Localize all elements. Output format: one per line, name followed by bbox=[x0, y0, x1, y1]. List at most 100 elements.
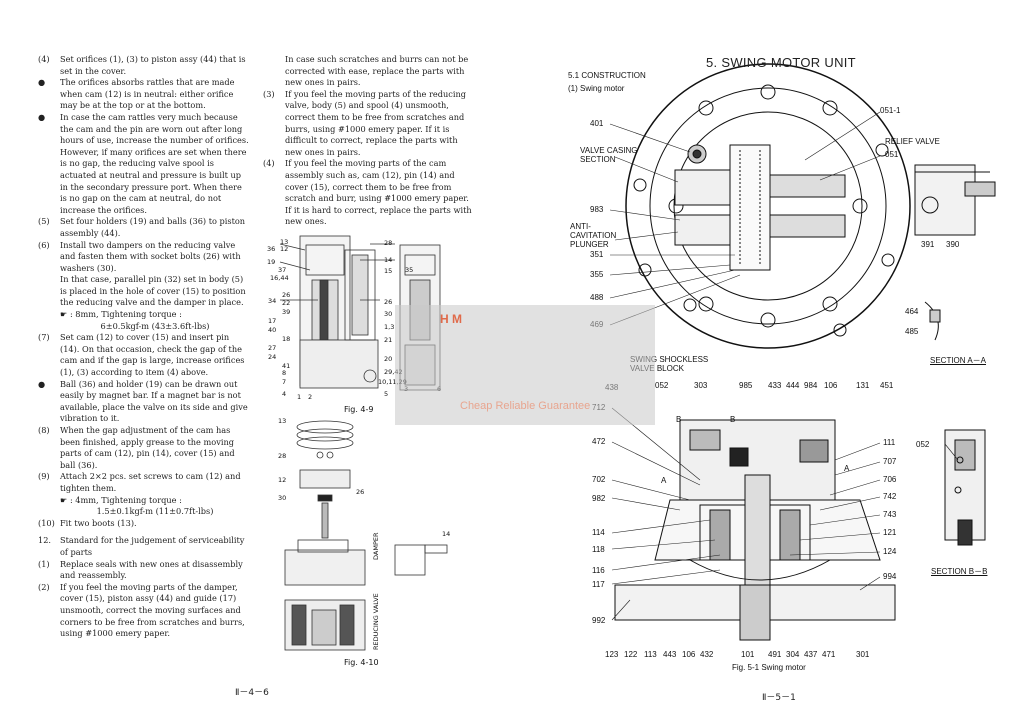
item-text: Set cam (12) to cover (15) and insert pi… bbox=[60, 332, 245, 378]
callout-451: 451 bbox=[880, 381, 894, 390]
fig49-callout: 26 bbox=[384, 298, 393, 306]
anti-cavitation-label: ANTI-CAVITATION PLUNGER bbox=[570, 222, 617, 249]
fig-4-9-caption: Fig. 4-9 bbox=[344, 405, 374, 414]
fig49-callout: 10,11,29 bbox=[378, 378, 407, 386]
item-text: Standard for the judgement of serviceabi… bbox=[60, 535, 245, 557]
paragraph: In case such scratches and burrs can not… bbox=[263, 54, 475, 89]
leader-lines bbox=[609, 111, 959, 621]
callout-491: 491 bbox=[768, 650, 782, 659]
fig49-callout: 21 bbox=[384, 336, 393, 344]
relief-valve-detail bbox=[914, 164, 996, 236]
item-text: Ball (36) and holder (19) can be drawn o… bbox=[60, 378, 248, 424]
callout-117: 117 bbox=[592, 580, 605, 589]
fig49-callout: 40 bbox=[268, 326, 277, 334]
paragraph: (1)Replace seals with new ones at disass… bbox=[38, 559, 250, 582]
fig49-callout: 22 bbox=[282, 299, 291, 307]
relief-valve-label: RELIEF VALVE bbox=[885, 137, 940, 146]
paragraph: (6) Install two dampers on the reducing v… bbox=[38, 240, 250, 275]
callout-116: 116 bbox=[592, 566, 605, 575]
paragraph: (2) If you feel the moving parts of the d… bbox=[38, 582, 250, 640]
callout-432: 432 bbox=[700, 650, 714, 659]
item-text: In that case, parallel pin (32) set in b… bbox=[60, 274, 246, 308]
fig49-callout: 16,44 bbox=[270, 274, 289, 282]
item-number: (2) bbox=[38, 581, 50, 592]
callout-743: 743 bbox=[883, 510, 897, 519]
section-title: 5. SWING MOTOR UNIT bbox=[706, 55, 856, 70]
fig49-callout: 1 bbox=[297, 393, 302, 401]
item-text: If you feel the moving parts of the damp… bbox=[60, 581, 245, 639]
fig49-callout: 5 bbox=[384, 390, 389, 398]
valve-casing-label: VALVE CASING SECTION bbox=[580, 146, 638, 164]
left-column-2: In case such scratches and burrs can not… bbox=[263, 54, 475, 228]
item-number: (7) bbox=[38, 332, 50, 343]
callout-472: 472 bbox=[592, 437, 606, 446]
fig49-callout: 17 bbox=[268, 317, 277, 325]
fig-5-1-caption: Fig. 5-1 Swing motor bbox=[732, 663, 806, 672]
fig49-callout: 28 bbox=[384, 239, 393, 247]
section-bb-drawing bbox=[944, 429, 986, 546]
item-text: 6±0.5kgf-m (43±3.6ft-lbs) bbox=[100, 320, 210, 331]
callout-391: 391 bbox=[921, 240, 935, 249]
paragraph: In that case, parallel pin (32) set in b… bbox=[38, 274, 250, 309]
swing-motor-subheading: (1) Swing motor bbox=[568, 84, 625, 93]
paragraph: (8)When the gap adjustment of the cam ha… bbox=[38, 425, 250, 471]
item-number: (5) bbox=[38, 216, 50, 227]
cut-mark-a: A bbox=[844, 464, 850, 473]
item-number: (9) bbox=[38, 471, 50, 482]
callout-471: 471 bbox=[822, 650, 836, 659]
callout-052: 052 bbox=[655, 381, 669, 390]
item-text: Set orifices (1), (3) to piston assy (44… bbox=[60, 54, 246, 76]
paragraph: (7) Set cam (12) to cover (15) and insert… bbox=[38, 332, 250, 378]
callout-051: 051 bbox=[885, 150, 899, 159]
callout-355: 355 bbox=[590, 270, 604, 279]
fig49-callout: 7 bbox=[282, 378, 287, 386]
fig49-callout: 26 bbox=[282, 291, 291, 299]
fig-4-10-caption: Fig. 4-10 bbox=[344, 658, 379, 667]
callout-433: 433 bbox=[768, 381, 782, 390]
fig410-callout: 30 bbox=[278, 494, 287, 502]
callout-106-bottom: 106 bbox=[682, 650, 696, 659]
fig410-callout: 14 bbox=[442, 530, 451, 538]
fig49-callout: 18 bbox=[282, 335, 291, 343]
item-text: 1.5±0.1kgf-m (11±0.7ft-lbs) bbox=[96, 506, 214, 517]
paragraph: (4)Set orifices (1), (3) to piston assy … bbox=[38, 54, 250, 77]
item-number: ● bbox=[38, 77, 46, 88]
callout-304: 304 bbox=[786, 650, 800, 659]
callout-444: 444 bbox=[786, 381, 800, 390]
fig-4-10-drawing bbox=[284, 420, 448, 651]
item-number: (6) bbox=[38, 239, 50, 250]
fig410-callout: 26 bbox=[356, 488, 365, 496]
callout-111: 111 bbox=[883, 438, 896, 447]
callout-443: 443 bbox=[663, 650, 677, 659]
callout-706: 706 bbox=[883, 475, 897, 484]
callout-707: 707 bbox=[883, 457, 897, 466]
paragraph: 6±0.5kgf-m (43±3.6ft-lbs) bbox=[38, 321, 250, 333]
callout-351: 351 bbox=[590, 250, 604, 259]
fig49-callout: 12 bbox=[280, 245, 289, 253]
item-number: (1) bbox=[38, 558, 50, 569]
left-page-number: Ⅱ－4－6 bbox=[235, 688, 269, 698]
watermark-logo: H M bbox=[440, 312, 462, 326]
paragraph: ●Ball (36) and holder (19) can be drawn … bbox=[38, 379, 250, 425]
item-text: When the gap adjustment of the cam has b… bbox=[60, 425, 235, 470]
fig49-callout: 4 bbox=[282, 390, 287, 398]
item-number: (10) bbox=[38, 517, 55, 528]
paragraph: 1.5±0.1kgf-m (11±0.7ft-lbs) bbox=[38, 506, 250, 518]
fig49-callout: 1,3 bbox=[384, 323, 395, 331]
callout-052-bb: 052 bbox=[916, 440, 930, 449]
item-text: Install two dampers on the reducing valv… bbox=[60, 239, 241, 273]
cut-mark-b: B bbox=[676, 415, 682, 424]
callout-437: 437 bbox=[804, 650, 818, 659]
section-aa-label: SECTION A－A bbox=[930, 356, 987, 365]
callout-101: 101 bbox=[741, 650, 755, 659]
fig49-callout: 30 bbox=[384, 310, 393, 318]
item-text: Fit two boots (13). bbox=[60, 517, 137, 528]
fig49-callout: 41 bbox=[282, 362, 291, 370]
callout-131: 131 bbox=[856, 381, 870, 390]
fig410-callout: 28 bbox=[278, 452, 287, 460]
reducing-valve-label: REDUCING VALVE bbox=[372, 593, 380, 650]
paragraph: (9)Attach 2×2 pcs. set screws to cam (12… bbox=[38, 471, 250, 494]
fig49-callout: 19 bbox=[267, 258, 276, 266]
item-number: (3) bbox=[263, 88, 275, 99]
